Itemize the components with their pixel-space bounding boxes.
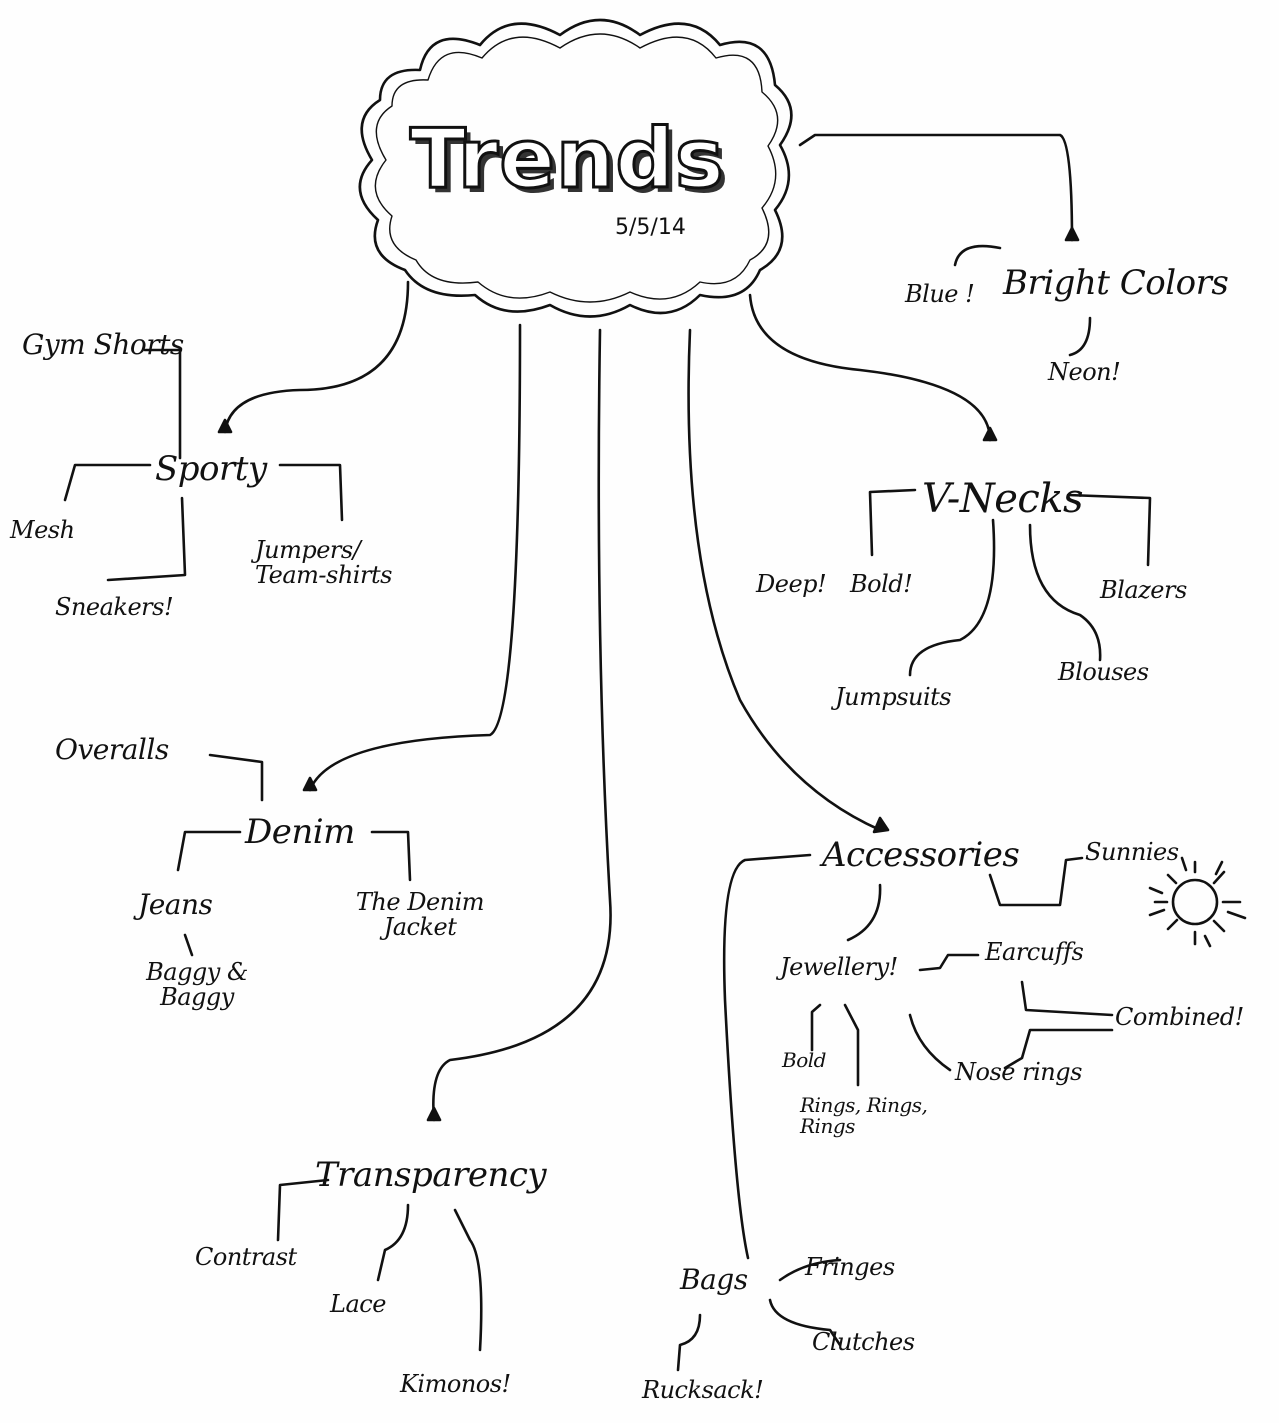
item-fringes: Fringes: [805, 1253, 895, 1281]
item-nose-rings: Nose rings: [955, 1058, 1082, 1086]
branch-bags: Bags: [680, 1263, 748, 1296]
item-deep: Deep!: [756, 570, 827, 598]
branch-bright-colors: Bright Colors: [1003, 263, 1229, 303]
connector-denim: [308, 323, 522, 792]
item-gym-shorts: Gym Shorts: [22, 328, 184, 361]
item-baggy-baggy: Baggy & Baggy: [146, 958, 248, 1012]
title-date: 5/5/14: [615, 215, 686, 240]
item-mesh: Mesh: [10, 516, 75, 544]
item-jeans: Jeans: [138, 888, 213, 921]
item-sunnies: Sunnies: [1085, 838, 1179, 866]
item-kimonos: Kimonos!: [400, 1370, 511, 1398]
item-rucksack: Rucksack!: [642, 1376, 764, 1404]
item-earcuffs: Earcuffs: [985, 938, 1084, 966]
connector-transparency: [432, 328, 612, 1122]
item-jumpers-team-shirts: Jumpers/ Team-shirts: [255, 536, 392, 590]
item-contrast: Contrast: [195, 1243, 297, 1271]
item-combined: Combined!: [1115, 1003, 1244, 1031]
connector-bright-colors: [798, 133, 1074, 242]
connector-sporty: [223, 280, 410, 434]
item-lace: Lace: [330, 1290, 386, 1318]
branch-denim: Denim: [245, 812, 355, 852]
item-denim-jacket: The Denim Jacket: [355, 888, 485, 942]
branch-accessories: Accessories: [822, 835, 1020, 875]
item-jumpsuits: Jumpsuits: [835, 683, 952, 711]
item-bold-vneck: Bold!: [850, 570, 913, 598]
item-bold-jewellery: Bold: [782, 1048, 826, 1072]
connector-bags: [722, 853, 812, 1260]
connector-accessories: [687, 328, 882, 832]
title-cloud: [358, 18, 793, 318]
item-overalls: Overalls: [55, 733, 169, 766]
title-trends: Trends: [409, 111, 726, 209]
branch-transparency: Transparency: [315, 1155, 547, 1195]
item-blouses: Blouses: [1058, 658, 1149, 686]
branch-sporty: Sporty: [155, 449, 267, 489]
branch-vnecks: V-Necks: [922, 476, 1084, 522]
item-blue: Blue !: [905, 280, 975, 308]
item-neon: Neon!: [1048, 358, 1121, 386]
sun-icon: [1171, 878, 1219, 926]
item-blazers: Blazers: [1100, 576, 1187, 604]
item-jewellery: Jewellery!: [780, 953, 898, 981]
item-rings: Rings, Rings, Rings: [800, 1093, 928, 1138]
item-clutches: Clutches: [812, 1328, 915, 1356]
connector-vnecks: [748, 293, 992, 442]
item-sneakers: Sneakers!: [55, 593, 174, 621]
title-cloud-inner: [374, 33, 779, 303]
